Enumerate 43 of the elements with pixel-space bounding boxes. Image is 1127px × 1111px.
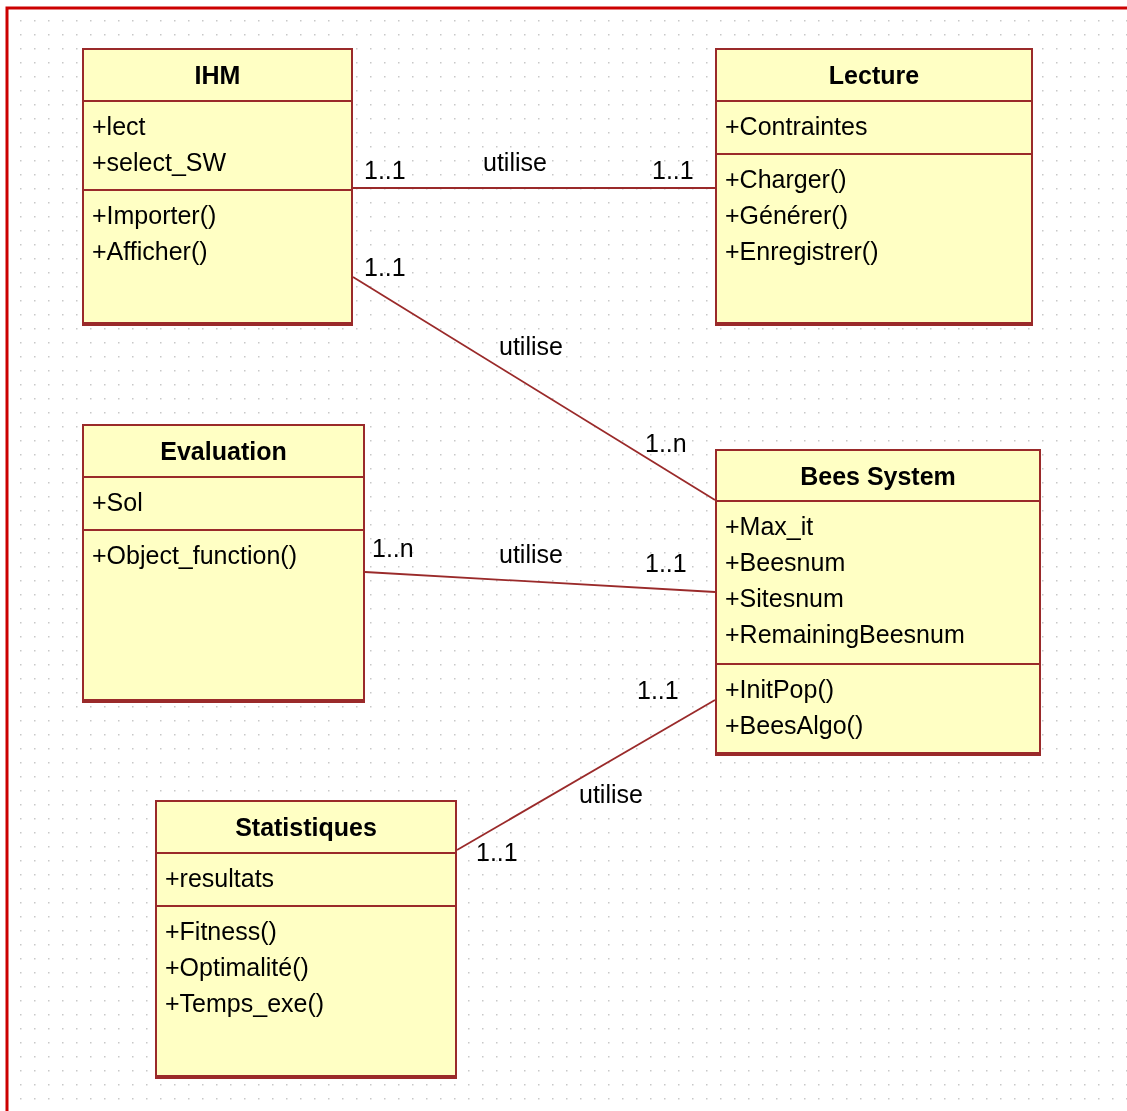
- class-name: Evaluation: [159, 436, 288, 467]
- class-box: [715, 48, 1033, 326]
- class-member: +Sitesnum: [725, 583, 845, 614]
- class-name: Statistiques: [234, 812, 378, 843]
- class-name: Bees System: [799, 461, 957, 492]
- multiplicity-label: 1..1: [476, 838, 518, 866]
- association-line: [352, 187, 716, 189]
- multiplicity-label: 1..1: [364, 156, 406, 184]
- class-member: +Charger(): [725, 164, 848, 195]
- class-member: +select_SW: [92, 147, 228, 178]
- multiplicity-label: 1..1: [645, 549, 687, 577]
- association-line: [352, 276, 716, 501]
- multiplicity-label: 1..1: [364, 253, 406, 281]
- class-name: IHM: [193, 60, 242, 91]
- class-member: +Sol: [92, 487, 144, 518]
- association-line: [364, 571, 716, 593]
- class-member: +Optimalité(): [165, 952, 310, 983]
- association-line: [456, 699, 716, 851]
- class-member: +lect: [92, 111, 147, 142]
- class-member: +Fitness(): [165, 916, 278, 947]
- multiplicity-label: 1..n: [645, 429, 687, 457]
- multiplicity-label: 1..n: [372, 534, 414, 562]
- class-name: Lecture: [827, 60, 921, 91]
- multiplicity-label: 1..1: [652, 156, 694, 184]
- class-member: +Temps_exe(): [165, 988, 326, 1019]
- class-member: +InitPop(): [725, 674, 836, 705]
- class-member: +Enregistrer(): [725, 236, 880, 267]
- edge-label: utilise: [579, 780, 643, 808]
- class-member: +Max_it: [725, 511, 815, 542]
- multiplicity-label: 1..1: [637, 676, 679, 704]
- class-member: +Afficher(): [92, 236, 209, 267]
- class-member: +Contraintes: [725, 111, 869, 142]
- class-box: [82, 424, 365, 703]
- class-box: [155, 800, 457, 1079]
- class-member: +resultats: [165, 863, 276, 894]
- class-box: [82, 48, 353, 326]
- class-member: +Beesnum: [725, 547, 847, 578]
- class-member: +RemainingBeesnum: [725, 619, 966, 650]
- class-box: [715, 449, 1041, 756]
- class-member: +Générer(): [725, 200, 849, 231]
- class-member: +BeesAlgo(): [725, 710, 865, 741]
- class-member: +Importer(): [92, 200, 218, 231]
- class-member: +Object_function(): [92, 540, 298, 571]
